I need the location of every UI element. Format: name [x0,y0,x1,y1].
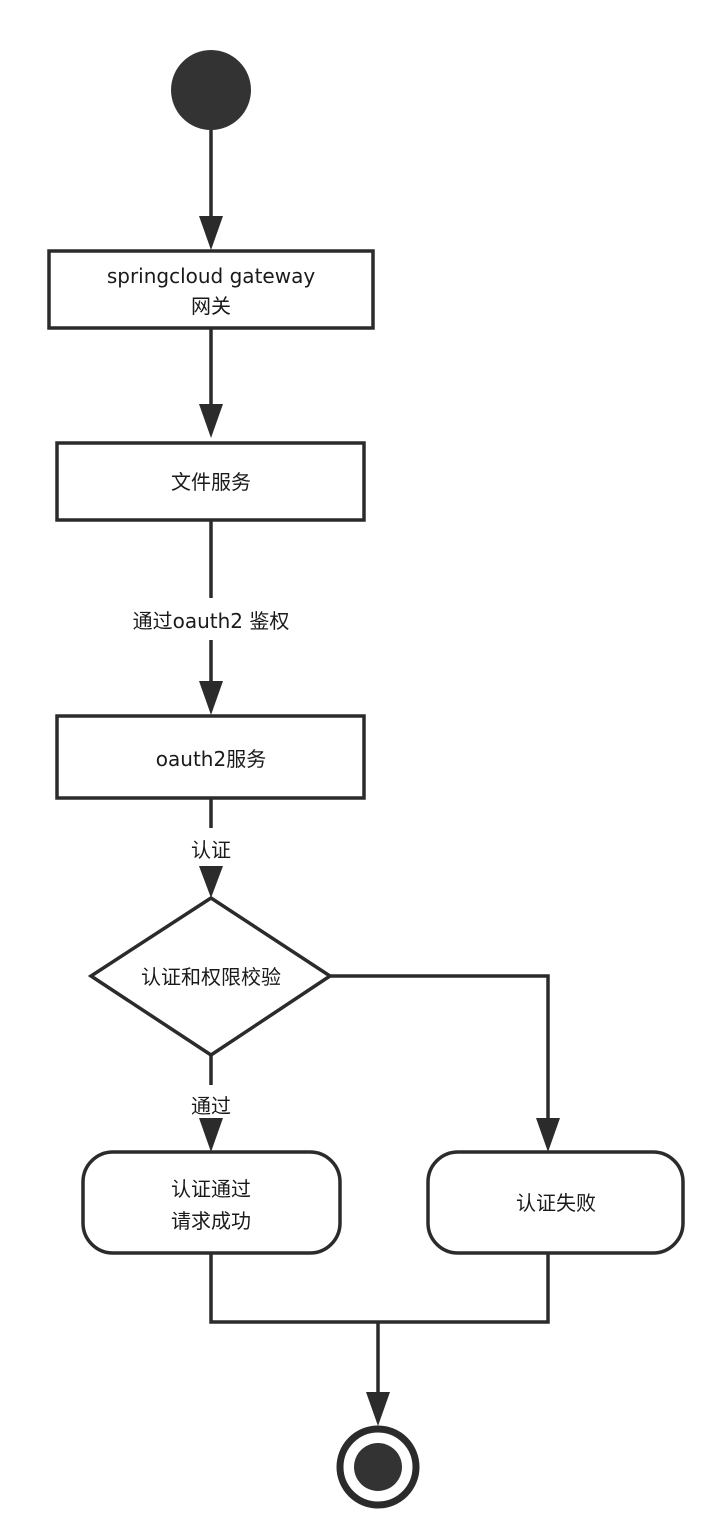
decision-label: 认证和权限校验 [141,965,281,989]
oauth-service-node [55,714,366,800]
gateway-label-line1: springcloud gateway [107,264,315,288]
arrowhead [199,866,223,898]
end-node-core [354,1443,402,1491]
arrowhead [366,1392,390,1426]
edge-label-auth: 认证 [191,838,231,862]
edge-failure-merge [378,1253,550,1324]
file-service-node [55,441,366,522]
gateway-label-line2: 网关 [191,294,231,318]
file-service-label: 文件服务 [171,470,251,494]
oauth-service-label: oauth2服务 [156,747,266,771]
success-label-line1: 认证通过 [171,1177,251,1201]
edge-label-pass: 通过 [191,1094,231,1118]
success-label-line2: 请求成功 [171,1209,251,1233]
edge-success-merge [209,1253,378,1324]
failure-node [426,1150,685,1255]
arrowhead [536,1118,560,1152]
edge-label-oauth2-auth: 通过oauth2 鉴权 [133,609,290,633]
success-node [81,1150,342,1255]
arrowhead [199,1118,223,1152]
edge-decision-failure [330,974,550,1125]
failure-label: 认证失败 [516,1191,596,1215]
start-node [171,50,251,130]
arrowhead [199,681,223,715]
arrowhead [199,404,223,438]
arrowhead [199,216,223,250]
